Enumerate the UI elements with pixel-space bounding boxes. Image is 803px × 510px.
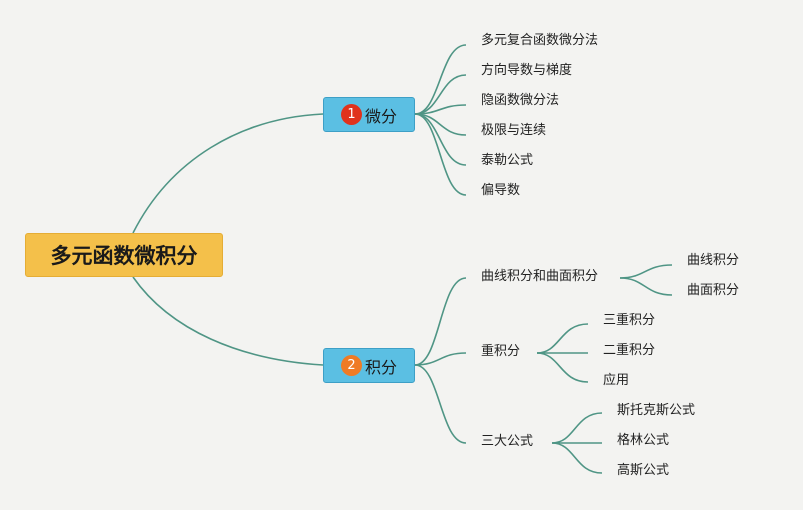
subbranch-node[interactable]: 重积分 bbox=[481, 344, 521, 359]
edge-multi-3 bbox=[536, 352, 589, 383]
edge-diff-1 bbox=[414, 44, 467, 115]
edge-int-2 bbox=[414, 352, 467, 366]
leaf-node[interactable]: 极限与连续 bbox=[481, 123, 547, 138]
leaf-node[interactable]: 斯托克斯公式 bbox=[617, 403, 696, 418]
branch-label: 微分 bbox=[364, 106, 397, 126]
subbranch-node[interactable]: 三大公式 bbox=[481, 434, 534, 449]
branch-node-integral[interactable]: 2 积分 bbox=[323, 348, 415, 383]
leaf-node[interactable]: 曲线积分 bbox=[687, 253, 740, 268]
edge-diff-2 bbox=[414, 74, 467, 115]
root-label: 多元函数微积分 bbox=[50, 244, 198, 268]
branch-node-differential[interactable]: 1 微分 bbox=[323, 97, 415, 132]
leaf-node[interactable]: 多元复合函数微分法 bbox=[481, 33, 599, 48]
edge-root-int bbox=[132, 276, 324, 366]
leaf-node[interactable]: 偏导数 bbox=[481, 183, 521, 198]
edge-int-1 bbox=[414, 277, 467, 366]
edge-three-1 bbox=[551, 412, 603, 444]
priority-badge-1: 1 bbox=[340, 104, 362, 125]
edge-int-3 bbox=[414, 364, 467, 444]
edge-curve-1 bbox=[619, 264, 673, 279]
edge-three-3 bbox=[551, 442, 603, 474]
edge-diff-6 bbox=[414, 113, 467, 196]
priority-badge-2: 2 bbox=[340, 355, 362, 376]
leaf-node[interactable]: 泰勒公式 bbox=[481, 153, 534, 168]
leaf-node[interactable]: 应用 bbox=[603, 373, 630, 388]
leaf-node[interactable]: 隐函数微分法 bbox=[481, 93, 560, 108]
leaf-node[interactable]: 二重积分 bbox=[603, 343, 656, 358]
leaf-node[interactable]: 三重积分 bbox=[603, 313, 656, 328]
edge-root-diff bbox=[132, 113, 324, 234]
leaf-node[interactable]: 格林公式 bbox=[617, 433, 670, 448]
leaf-node[interactable]: 曲面积分 bbox=[687, 283, 740, 298]
edge-multi-1 bbox=[536, 323, 589, 354]
edge-curve-2 bbox=[619, 277, 673, 296]
leaf-node[interactable]: 高斯公式 bbox=[617, 463, 670, 478]
root-node[interactable]: 多元函数微积分 bbox=[25, 233, 223, 277]
subbranch-node[interactable]: 曲线积分和曲面积分 bbox=[481, 269, 599, 284]
branch-label: 积分 bbox=[364, 357, 397, 377]
leaf-node[interactable]: 方向导数与梯度 bbox=[481, 63, 573, 78]
